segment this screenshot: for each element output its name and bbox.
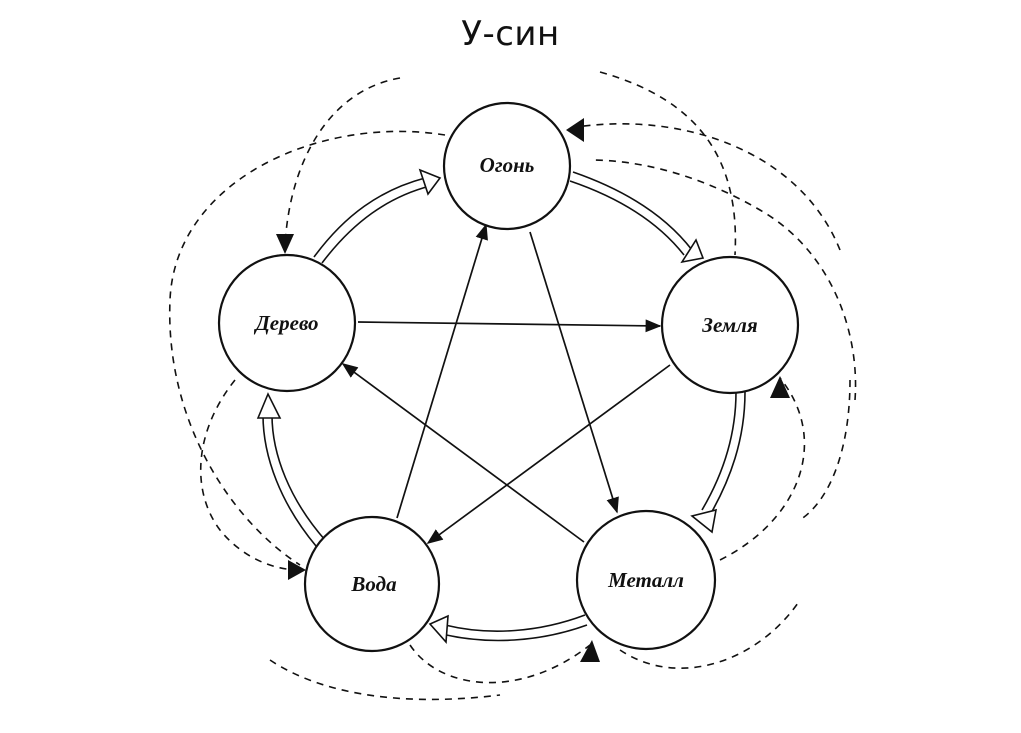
arrow-wood-to-earth [357,319,662,333]
dashed-curve-metal-bottom-right [619,599,801,670]
dashed-curve-metal-to-earth [719,377,806,561]
dashed-curve-right-loop-to-earth [589,159,857,401]
node-wood: Дерево [217,253,357,393]
node-metal: Металл [575,509,717,651]
arrowhead-into-water [288,560,306,580]
arrowhead-into-earth [770,376,790,398]
node-wood-label: Дерево [253,311,318,335]
generating-cycle [256,168,746,644]
dashed-curve-top-right-to-fire [599,71,737,256]
node-water-label: Вода [350,572,396,596]
dashed-arrowheads [276,118,790,662]
dashed-curve-right-to-fire [569,123,841,251]
node-earth: Земля [660,255,800,395]
dashed-curve-wood-to-water [199,379,301,571]
arrowhead-into-fire [566,118,584,142]
dashed-curve-right-down [799,379,851,521]
arrowhead-into-wood [276,234,294,254]
dashed-curve-top-left-to-wood [284,77,401,246]
node-earth-label: Земля [701,313,758,337]
diagram-title: У-син [461,14,560,54]
arrow-earth-to-water [426,364,671,544]
node-fire: Огонь [442,101,572,231]
dashed-curve-water-to-metal [409,644,591,684]
controlling-lines [341,223,671,544]
arrow-metal-to-wood [341,363,585,543]
dashed-curves [169,71,857,701]
node-fire-label: Огонь [480,153,535,177]
dashed-curve-fire-to-wood [169,130,446,566]
arrow-water-to-fire [396,223,488,519]
arrow-fire-to-metal [529,231,619,514]
dashed-curve-bottom-left-arc [269,659,501,701]
arrowhead-into-metal [580,640,600,662]
node-water: Вода [303,515,441,653]
node-metal-label: Металл [607,568,684,592]
